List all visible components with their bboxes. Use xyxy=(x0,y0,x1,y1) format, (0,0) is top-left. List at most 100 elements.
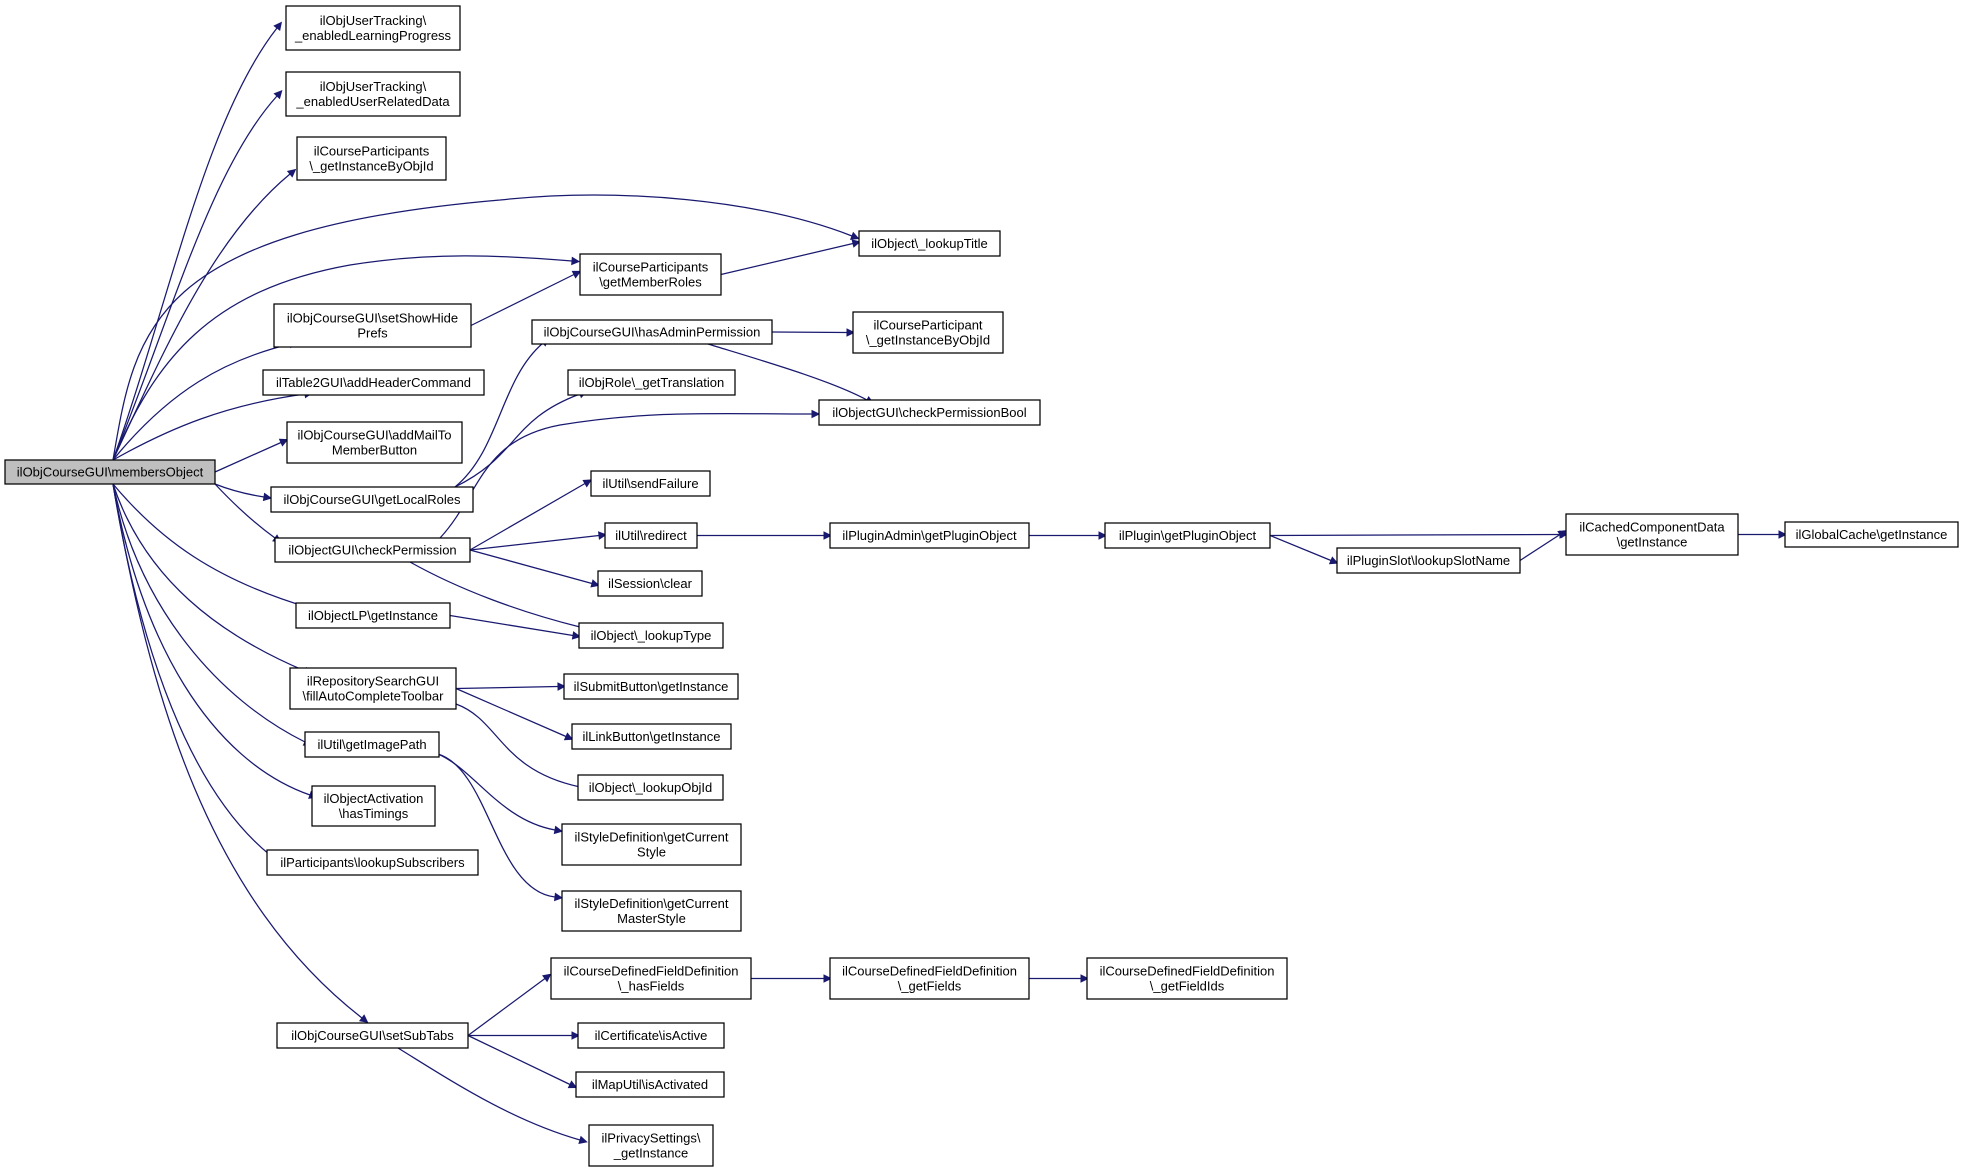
node-label: ilCourseParticipants xyxy=(314,144,430,159)
edge-line xyxy=(214,483,276,539)
node-label: ilUtil\getImagePath xyxy=(317,737,426,752)
node-box xyxy=(829,957,1030,1000)
node-n34[interactable]: ilCourseDefinedFieldDefinition\_hasField… xyxy=(550,957,752,1000)
node-box xyxy=(262,369,485,396)
node-n5[interactable]: ilCourseParticipants\getMemberRoles xyxy=(579,253,722,296)
node-n27[interactable]: ilLinkButton\getInstance xyxy=(571,723,732,750)
edge-line xyxy=(469,482,586,551)
node-box xyxy=(563,673,739,700)
node-label: ilUtil\sendFailure xyxy=(602,476,698,491)
node-n17[interactable]: ilPluginAdmin\getPluginObject xyxy=(829,522,1030,549)
node-label: \_getInstanceByObjId xyxy=(309,159,433,174)
node-n11[interactable]: ilObjectGUI\checkPermissionBool xyxy=(818,399,1041,426)
edge-n37-to-n34 xyxy=(467,973,552,1037)
arrowhead-icon xyxy=(571,1031,581,1040)
node-n28[interactable]: ilUtil\getImagePath xyxy=(304,731,440,758)
node-box xyxy=(575,1071,725,1098)
edge-line xyxy=(454,342,544,488)
node-n35[interactable]: ilCourseDefinedFieldDefinition\_getField… xyxy=(829,957,1030,1000)
node-n4[interactable]: ilObject\_lookupTitle xyxy=(858,230,1001,257)
node-label: ilParticipants\lookupSubscribers xyxy=(280,855,465,870)
node-label: _getInstance xyxy=(613,1146,688,1161)
node-n16[interactable]: ilUtil\redirect xyxy=(604,522,698,549)
node-n25[interactable]: ilRepositorySearchGUI\fillAutoCompleteTo… xyxy=(289,667,457,710)
node-n21[interactable]: ilPluginSlot\lookupSlotName xyxy=(1336,547,1521,574)
arrowhead-icon xyxy=(823,531,833,540)
edge-n37-to-n39 xyxy=(467,1034,578,1089)
edge-root-to-n5 xyxy=(112,255,581,461)
node-n14[interactable]: ilUtil\sendFailure xyxy=(590,470,711,497)
node-label: \_hasFields xyxy=(618,979,685,994)
node-label: MasterStyle xyxy=(617,911,686,926)
node-n15[interactable]: ilObjectGUI\checkPermission xyxy=(274,537,471,563)
node-n18[interactable]: ilPlugin\getPluginObject xyxy=(1104,522,1271,549)
edge-root-to-n13 xyxy=(214,483,273,502)
node-box xyxy=(829,522,1030,549)
edge-line xyxy=(112,343,291,461)
edge-root-to-n30 xyxy=(112,483,318,799)
arrowhead-icon xyxy=(563,732,574,741)
edge-root-to-n32 xyxy=(112,483,277,861)
node-label: \_getFields xyxy=(898,979,962,994)
node-box xyxy=(567,369,736,396)
edge-line xyxy=(112,483,271,856)
node-n38[interactable]: ilCertificate\isActive xyxy=(577,1022,725,1049)
node-n22[interactable]: ilSession\clear xyxy=(597,570,703,597)
node-box xyxy=(578,622,724,649)
node-n39[interactable]: ilMapUtil\isActivated xyxy=(575,1071,725,1098)
node-label: ilObjCourseGUI\setShowHide xyxy=(287,311,458,326)
edge-n18-to-n19 xyxy=(1269,530,1569,539)
node-root[interactable]: ilObjCourseGUI\membersObject xyxy=(4,459,216,485)
node-n8[interactable]: ilCourseParticipant\_getInstanceByObjId xyxy=(852,311,1004,354)
node-n30[interactable]: ilObjectActivation\hasTimings xyxy=(311,785,436,827)
node-label: ilObjUserTracking\ xyxy=(320,79,427,94)
node-n32[interactable]: ilParticipants\lookupSubscribers xyxy=(266,849,479,876)
arrowhead-icon xyxy=(1328,556,1339,565)
node-n23[interactable]: ilObjectLP\getInstance xyxy=(295,602,451,629)
node-label: ilMapUtil\isActivated xyxy=(592,1077,708,1092)
edge-line xyxy=(455,685,559,690)
edge-line xyxy=(707,343,868,401)
arrowhead-icon xyxy=(358,1014,369,1023)
node-n13[interactable]: ilObjCourseGUI\getLocalRoles xyxy=(270,486,474,513)
edge-line xyxy=(112,483,363,1019)
node-box xyxy=(1104,522,1271,549)
node-n26[interactable]: ilSubmitButton\getInstance xyxy=(563,673,739,700)
node-n3[interactable]: ilCourseParticipants\_getInstanceByObjId xyxy=(296,136,447,181)
node-label: ilCertificate\isActive xyxy=(595,1028,708,1043)
arrowhead-icon xyxy=(1098,531,1108,540)
edge-line xyxy=(1269,533,1561,537)
node-n24[interactable]: ilObject\_lookupType xyxy=(578,622,724,649)
node-n20[interactable]: ilGlobalCache\getInstance xyxy=(1784,521,1959,548)
node-n10[interactable]: ilObjRole\_getTranslation xyxy=(567,369,736,396)
node-n2[interactable]: ilObjUserTracking\_enabledUserRelatedDat… xyxy=(285,71,461,117)
edge-n6-to-n5 xyxy=(470,270,582,327)
edge-n35-to-n36 xyxy=(1029,974,1090,983)
call-nodes: ilObjCourseGUI\membersObject ilObjUserTra… xyxy=(4,5,1959,1167)
node-n29[interactable]: ilObject\_lookupObjId xyxy=(577,774,724,801)
edge-n17-to-n18 xyxy=(1029,531,1108,540)
edge-n21-to-n19 xyxy=(1519,530,1567,562)
node-n9[interactable]: ilTable2GUI\addHeaderCommand xyxy=(262,369,485,396)
node-n37[interactable]: ilObjCourseGUI\setSubTabs xyxy=(276,1022,469,1049)
edge-line xyxy=(409,561,581,628)
edge-line xyxy=(112,95,278,461)
arrowhead-icon xyxy=(578,1135,588,1145)
node-label: ilCourseDefinedFieldDefinition xyxy=(842,964,1017,979)
arrowhead-icon xyxy=(286,168,297,178)
edge-line xyxy=(469,549,593,585)
node-n1[interactable]: ilObjUserTracking\_enabledLearningProgre… xyxy=(285,5,461,51)
edge-n25-to-n26 xyxy=(455,682,567,691)
node-n36[interactable]: ilCourseDefinedFieldDefinition\_getField… xyxy=(1086,957,1288,1000)
arrowhead-icon xyxy=(846,328,856,337)
node-n19[interactable]: ilCachedComponentData\getInstance xyxy=(1565,513,1739,556)
node-box xyxy=(296,136,447,181)
node-box xyxy=(588,1124,714,1167)
node-n40[interactable]: ilPrivacySettings\_getInstance xyxy=(588,1124,714,1167)
node-box xyxy=(286,421,463,464)
node-n7[interactable]: ilObjCourseGUI\hasAdminPermission xyxy=(531,319,773,345)
